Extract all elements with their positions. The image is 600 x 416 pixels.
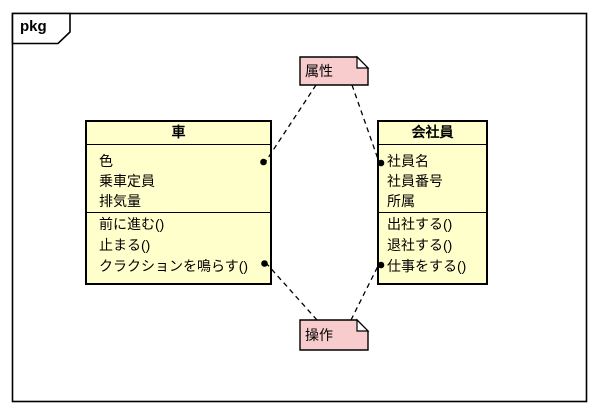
operation-note-label: 操作 (305, 327, 333, 343)
attribute-item: 色 (99, 153, 113, 169)
class-operations-car: 前に進む() 止まる() クラクションを鳴らす() (87, 213, 270, 283)
operation-item: 前に進む() (99, 216, 165, 232)
operation-item: 出社する() (387, 216, 453, 232)
class-operations-employee: 出社する() 退社する() 仕事をする() (379, 213, 486, 283)
operation-item: 退社する() (387, 237, 453, 253)
attribute-item: 所属 (387, 193, 415, 209)
class-title-employee: 会社員 (379, 122, 486, 145)
attribute-item: 社員番号 (387, 173, 443, 189)
operation-item: 止まる() (99, 237, 151, 253)
attribute-note-fold-corner-icon (356, 55, 370, 69)
class-box-employee[interactable]: 会社員 社員名 社員番号 所属 出社する() 退社する() 仕事をする() (377, 120, 488, 285)
operation-item: クラクションを鳴らす() (99, 258, 249, 274)
attribute-note-label: 属性 (305, 63, 333, 79)
attribute-item: 社員名 (387, 153, 429, 169)
class-box-car[interactable]: 車 色 乗車定員 排気量 前に進む() 止まる() クラクションを鳴らす() (85, 120, 272, 285)
attribute-item: 排気量 (99, 193, 141, 209)
operation-note-fold-corner-icon (356, 318, 370, 332)
package-frame-border (11, 12, 588, 403)
package-frame-tab (11, 12, 71, 45)
operation-item: 仕事をする() (387, 258, 467, 274)
class-attributes-car: 色 乗車定員 排気量 (87, 145, 270, 213)
attribute-note-shape[interactable] (299, 56, 369, 86)
frame-tab-label: pkg (20, 18, 47, 35)
attribute-item: 乗車定員 (99, 173, 155, 189)
class-title-car: 車 (87, 122, 270, 145)
operation-note-shape[interactable] (299, 319, 369, 351)
class-attributes-employee: 社員名 社員番号 所属 (379, 145, 486, 213)
